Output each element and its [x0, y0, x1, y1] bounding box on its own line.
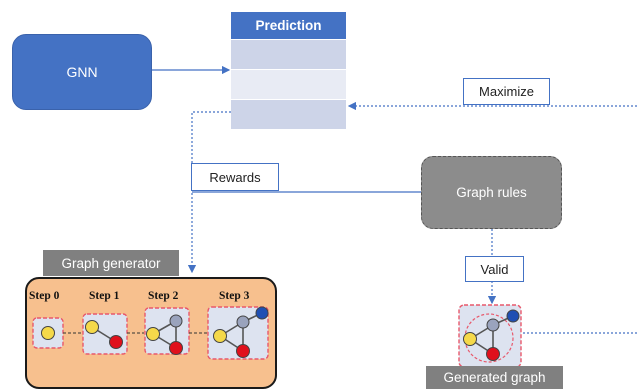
rewards-label: Rewards [191, 163, 279, 191]
node-blue [255, 306, 269, 320]
step-3-frame [207, 306, 269, 360]
graph-rules-node: Graph rules [421, 156, 562, 229]
node-red [486, 347, 500, 361]
node-red [109, 335, 123, 349]
node-yellow [85, 320, 99, 334]
step-0-label: Step 0 [29, 290, 60, 302]
node-yellow [41, 326, 55, 340]
prediction-row [231, 39, 346, 69]
maximize-label: Maximize [463, 78, 550, 105]
node-yellow [213, 329, 227, 343]
prediction-table: Prediction [231, 12, 346, 129]
node-gray [236, 315, 250, 329]
graph-generator-title: Graph generator [43, 250, 179, 276]
node-yellow [146, 327, 160, 341]
node-red [236, 344, 250, 358]
prediction-header: Prediction [231, 12, 346, 39]
valid-label: Valid [465, 256, 524, 282]
graph-rules-label: Graph rules [456, 185, 527, 200]
step-1-label: Step 1 [89, 290, 120, 302]
node-red [169, 341, 183, 355]
step-2-label: Step 2 [148, 290, 179, 302]
node-gray [486, 318, 500, 332]
step-1-frame [82, 313, 128, 355]
prediction-row [231, 69, 346, 99]
gnn-node: GNN [12, 34, 152, 110]
node-yellow [463, 332, 477, 346]
gnn-label: GNN [66, 64, 98, 80]
step-3-label: Step 3 [219, 290, 250, 302]
node-blue [506, 309, 520, 323]
node-gray [169, 314, 183, 328]
generated-graph-label: Generated graph [426, 366, 563, 389]
rewards-line [187, 111, 231, 274]
prediction-row [231, 99, 346, 129]
